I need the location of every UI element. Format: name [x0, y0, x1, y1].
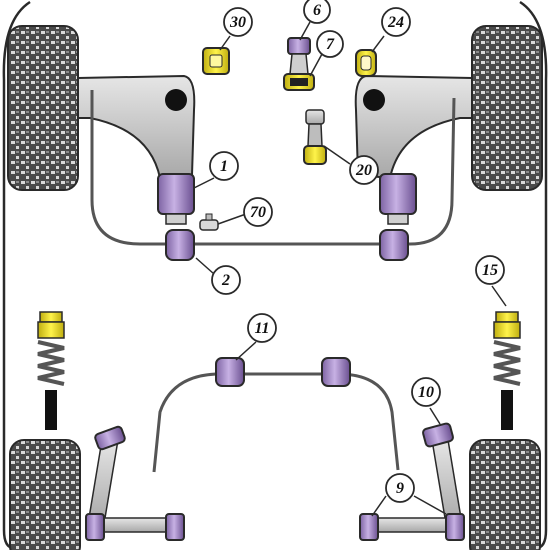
tyre-rear-left — [9, 439, 81, 550]
rear-anti-roll-bar — [152, 372, 400, 473]
callout-2-label: 2 — [221, 272, 230, 289]
callout-15-label: 15 — [482, 262, 498, 279]
callout-9: 9 — [385, 473, 415, 503]
tyre-rear-right — [469, 439, 541, 550]
coilover-rear-left — [37, 311, 65, 430]
callout-30: 30 — [223, 7, 253, 37]
part-6-7-engine-mount — [283, 37, 315, 91]
callout-10: 10 — [411, 377, 441, 407]
part-24-ring — [355, 49, 377, 77]
bushing-front-arb-right — [379, 229, 409, 261]
front-anti-roll-bar — [90, 90, 456, 246]
callout-24: 24 — [381, 7, 411, 37]
callout-24-label: 24 — [387, 14, 404, 31]
bushing-rear-arb-right — [321, 357, 351, 387]
callout-2: 2 — [211, 265, 241, 295]
part-70-pin — [199, 213, 219, 231]
wishbone-right-ballhole — [363, 89, 385, 111]
part-20-dogbone — [303, 109, 327, 165]
rear-arms-right — [359, 422, 465, 541]
callout-11-label: 11 — [254, 320, 269, 337]
callout-6-label: 6 — [313, 2, 321, 19]
wishbone-left-ballhole — [165, 89, 187, 111]
coilover-rear-right — [493, 311, 521, 430]
part-30-mount — [202, 47, 230, 75]
callout-7: 7 — [316, 30, 344, 58]
callout-70-label: 70 — [250, 204, 266, 221]
callout-10-label: 10 — [418, 384, 434, 401]
callout-20-label: 20 — [355, 162, 372, 179]
bushing-wishbone-left — [157, 173, 195, 225]
callout-1: 1 — [209, 151, 239, 181]
bushing-front-arb-left — [165, 229, 195, 261]
bushing-rear-arb-left — [215, 357, 245, 387]
callout-30-label: 30 — [229, 14, 246, 31]
leader-lines — [193, 21, 507, 517]
rear-arms-left — [85, 425, 185, 541]
callout-11: 11 — [247, 313, 277, 343]
callout-9-label: 9 — [396, 480, 404, 497]
callout-20: 20 — [349, 155, 379, 185]
callout-7-label: 7 — [326, 36, 335, 53]
bushing-wishbone-right — [379, 173, 417, 225]
callout-6: 6 — [303, 0, 331, 24]
callout-70: 70 — [243, 197, 273, 227]
callout-15: 15 — [475, 255, 505, 285]
callout-1-label: 1 — [220, 158, 228, 175]
